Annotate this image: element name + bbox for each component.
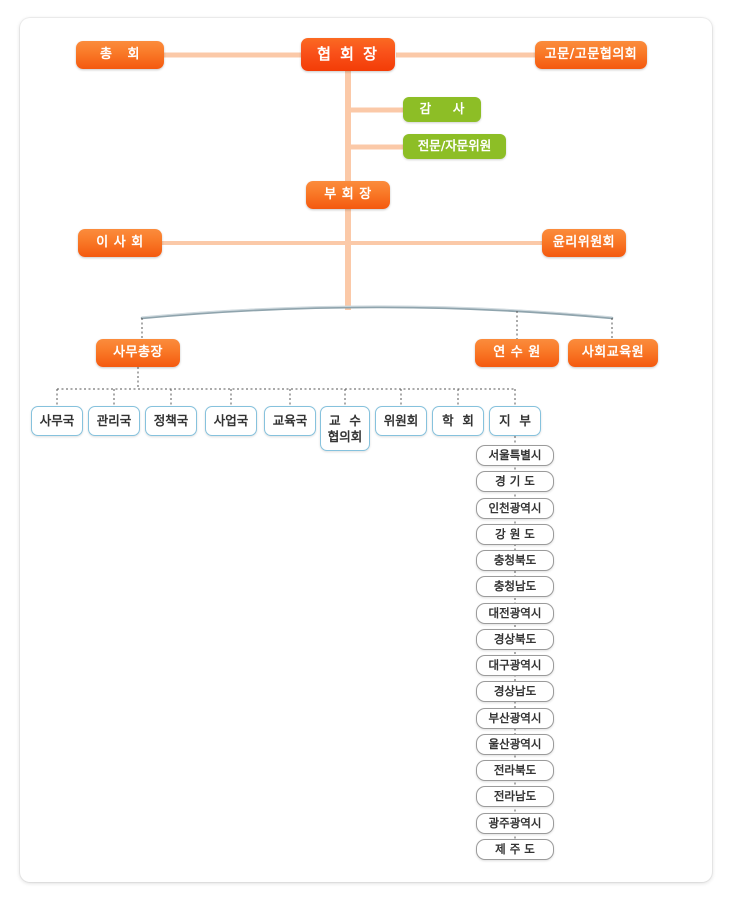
bureau-box[interactable]: 정책국 — [145, 406, 197, 436]
bureau-label-line: 협의회 — [327, 428, 363, 444]
bureau-box[interactable]: 위원회 — [375, 406, 427, 436]
bureau-label-line: 관리국 — [96, 413, 132, 429]
branch-box[interactable]: 경 기 도 — [476, 471, 554, 492]
branch-box[interactable]: 울산광역시 — [476, 734, 554, 755]
bureau-label-line: 학 회 — [442, 413, 474, 429]
bureau-label-line: 위원회 — [383, 413, 419, 429]
node-ethics-committee[interactable]: 윤리위원회 — [542, 229, 626, 257]
branch-box[interactable]: 경상북도 — [476, 629, 554, 650]
branch-box[interactable]: 전라북도 — [476, 760, 554, 781]
branch-box[interactable]: 광주광역시 — [476, 813, 554, 834]
bureau-label-line: 사업국 — [213, 413, 249, 429]
bureau-box[interactable]: 사무국 — [31, 406, 83, 436]
branch-box[interactable]: 경상남도 — [476, 681, 554, 702]
branch-box[interactable]: 강 원 도 — [476, 524, 554, 545]
node-social-education-center[interactable]: 사회교육원 — [568, 339, 658, 367]
bureau-box[interactable]: 교육국 — [264, 406, 316, 436]
branch-box[interactable]: 대구광역시 — [476, 655, 554, 676]
node-auditor[interactable]: 감 사 — [403, 97, 481, 122]
bureau-box[interactable]: 지 부 — [489, 406, 541, 436]
bureau-box[interactable]: 학 회 — [432, 406, 484, 436]
node-chairman[interactable]: 협 회 장 — [301, 38, 395, 71]
node-board-of-directors[interactable]: 이 사 회 — [78, 229, 162, 257]
bureau-label-line: 교육국 — [272, 413, 308, 429]
bureau-label-line: 사무국 — [39, 413, 75, 429]
node-advisors[interactable]: 고문/고문협의회 — [535, 41, 647, 69]
branch-box[interactable]: 제 주 도 — [476, 839, 554, 860]
branch-box[interactable]: 인천광역시 — [476, 498, 554, 519]
bureau-label-line: 교 수 — [329, 412, 361, 428]
node-advisory-committee[interactable]: 전문/자문위원 — [403, 134, 506, 159]
bureau-box[interactable]: 관리국 — [88, 406, 140, 436]
node-vice-chairman[interactable]: 부 회 장 — [306, 181, 390, 209]
node-secretary-general[interactable]: 사무총장 — [96, 339, 180, 367]
branch-box[interactable]: 서울특별시 — [476, 445, 554, 466]
branch-box[interactable]: 전라남도 — [476, 786, 554, 807]
bureau-label-line: 정책국 — [153, 413, 189, 429]
bureau-box[interactable]: 사업국 — [205, 406, 257, 436]
node-training-institute[interactable]: 연 수 원 — [475, 339, 559, 367]
branch-box[interactable]: 충청남도 — [476, 576, 554, 597]
bureau-label-line: 지 부 — [499, 413, 531, 429]
branch-box[interactable]: 부산광역시 — [476, 708, 554, 729]
branch-box[interactable]: 대전광역시 — [476, 603, 554, 624]
node-general-assembly[interactable]: 총 회 — [76, 41, 164, 69]
branch-box[interactable]: 충청북도 — [476, 550, 554, 571]
